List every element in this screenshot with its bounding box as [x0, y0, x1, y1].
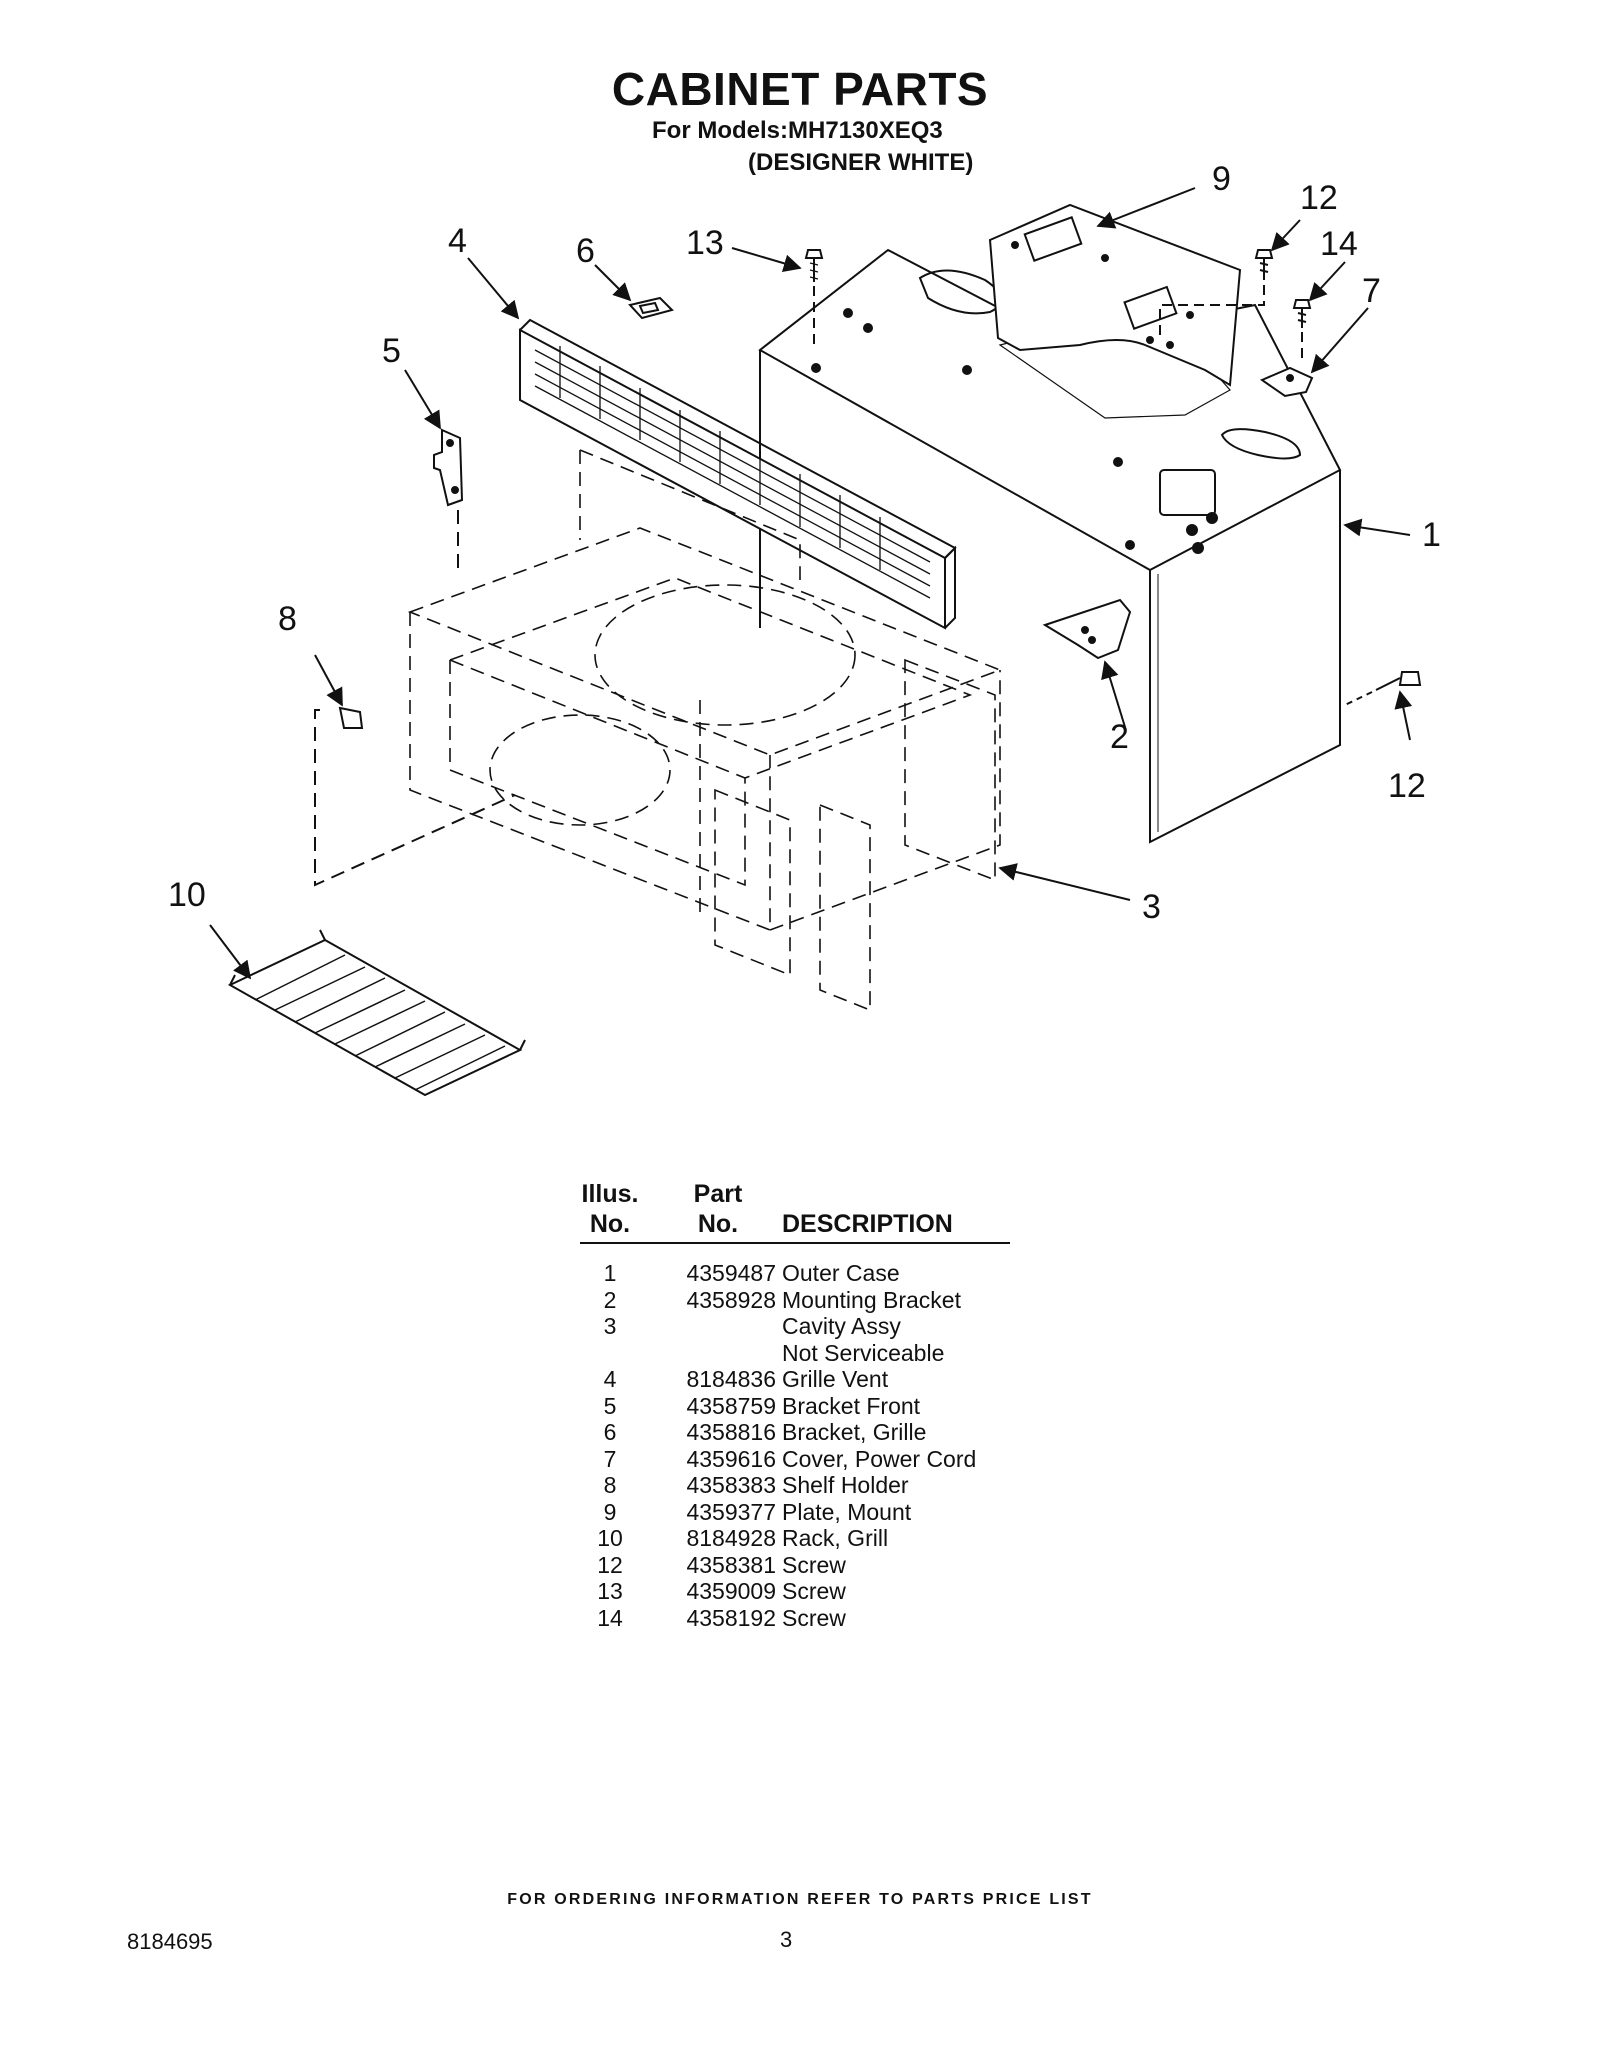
- part-no: 8184836: [686, 1366, 776, 1392]
- part-no: 8184928: [686, 1525, 776, 1551]
- part-no: 4359377: [686, 1498, 776, 1525]
- header-part-line2: No.: [697, 1210, 739, 1238]
- header-description: DESCRIPTION: [782, 1210, 953, 1238]
- callout-8: 8: [278, 600, 297, 638]
- models-line: For Models:MH7130XEQ3: [652, 117, 943, 144]
- ordering-info-note: FOR ORDERING INFORMATION REFER TO PARTS …: [507, 1891, 1093, 1908]
- callout-6: 6: [576, 232, 595, 270]
- part-description: Screw: [782, 1604, 846, 1631]
- screw-12-top-part: [1254, 249, 1274, 280]
- table-row: 3 Cavity Assy: [580, 1313, 1010, 1340]
- callout-13: 13: [686, 224, 724, 262]
- illus-no: 12: [597, 1551, 623, 1578]
- part-no: 4359009: [686, 1578, 776, 1604]
- illus-no: 3: [603, 1313, 617, 1339]
- grille-vent-part: [519, 318, 957, 630]
- part-description: Outer Case: [782, 1260, 900, 1286]
- page-number: 3: [780, 1927, 793, 1952]
- callout-14: 14: [1320, 225, 1358, 263]
- illus-no: 14: [597, 1604, 623, 1631]
- mounting-bracket-part: [1042, 598, 1132, 660]
- part-description: Screw: [782, 1578, 846, 1604]
- illus-no: 9: [603, 1498, 617, 1525]
- callout-5: 5: [382, 332, 401, 370]
- table-row: Not Serviceable: [580, 1340, 1010, 1367]
- callout-10: 10: [168, 876, 206, 914]
- mount-plate-part: [988, 203, 1242, 387]
- header-part-line1: Part: [693, 1180, 743, 1208]
- illus-no: 13: [597, 1578, 623, 1604]
- power-cord-cover-part: [1259, 366, 1314, 398]
- grill-rack-part: [227, 929, 526, 1097]
- bracket-front-part: [433, 428, 464, 507]
- illus-no: 1: [603, 1260, 617, 1286]
- illus-no: 4: [603, 1366, 617, 1392]
- illus-no: 7: [603, 1445, 617, 1472]
- part-no: 4358383: [686, 1472, 776, 1498]
- exploded-parts-diagram: 1 2 3 4 5 6 7 8 9 10 12 12 13 14: [168, 160, 1441, 1097]
- part-no: 4358816: [686, 1419, 776, 1445]
- callout-3: 3: [1142, 888, 1161, 926]
- screw-14-part: [1292, 299, 1312, 328]
- part-no: 4358928: [686, 1286, 776, 1313]
- part-description: Screw: [782, 1551, 846, 1578]
- callout-2: 2: [1110, 718, 1129, 756]
- shelf-holder-part: [338, 706, 364, 729]
- part-description: Shelf Holder: [782, 1472, 909, 1498]
- illus-no: 2: [603, 1286, 617, 1313]
- screw-12-side-part: [1375, 671, 1422, 691]
- part-description: Cover, Power Cord: [782, 1445, 977, 1472]
- callout-1: 1: [1422, 516, 1441, 554]
- illus-no: 5: [603, 1392, 617, 1419]
- cavity-assembly-part: [407, 449, 1003, 1012]
- part-description: Rack, Grill: [782, 1525, 889, 1551]
- illus-no: 6: [603, 1419, 617, 1445]
- callout-12-top: 12: [1300, 179, 1338, 217]
- callout-7: 7: [1362, 272, 1381, 310]
- part-description: Not Serviceable: [782, 1339, 945, 1366]
- callout-4: 4: [448, 222, 467, 260]
- illus-no: 10: [597, 1525, 623, 1551]
- part-description: Bracket, Grille: [782, 1419, 927, 1445]
- part-no: 4358759: [686, 1392, 776, 1419]
- screw-13-part: [804, 249, 824, 282]
- part-no: 4358192: [686, 1604, 776, 1631]
- part-description: Grille Vent: [782, 1366, 889, 1392]
- callout-9: 9: [1212, 160, 1231, 198]
- variant-line: (DESIGNER WHITE): [748, 149, 974, 176]
- bracket-grille-part: [628, 296, 674, 320]
- part-description: Cavity Assy: [782, 1313, 901, 1339]
- illus-no: 8: [603, 1472, 617, 1498]
- header-illus-line1: Illus.: [581, 1180, 639, 1208]
- parts-table-header: Illus. No. Part No. DESCRIPTION: [580, 1180, 1010, 1244]
- part-description: Mounting Bracket: [782, 1286, 961, 1313]
- part-description: Bracket Front: [782, 1392, 921, 1419]
- part-no: 4358381: [686, 1551, 776, 1578]
- header-illus-line2: No.: [589, 1210, 631, 1238]
- part-no: 4359616: [686, 1445, 776, 1472]
- callout-12-side: 12: [1388, 767, 1426, 805]
- part-description: Plate, Mount: [782, 1498, 912, 1525]
- page-title: CABINET PARTS: [611, 63, 989, 115]
- part-no: 4359487: [686, 1260, 776, 1286]
- document-number: 8184695: [127, 1929, 213, 1954]
